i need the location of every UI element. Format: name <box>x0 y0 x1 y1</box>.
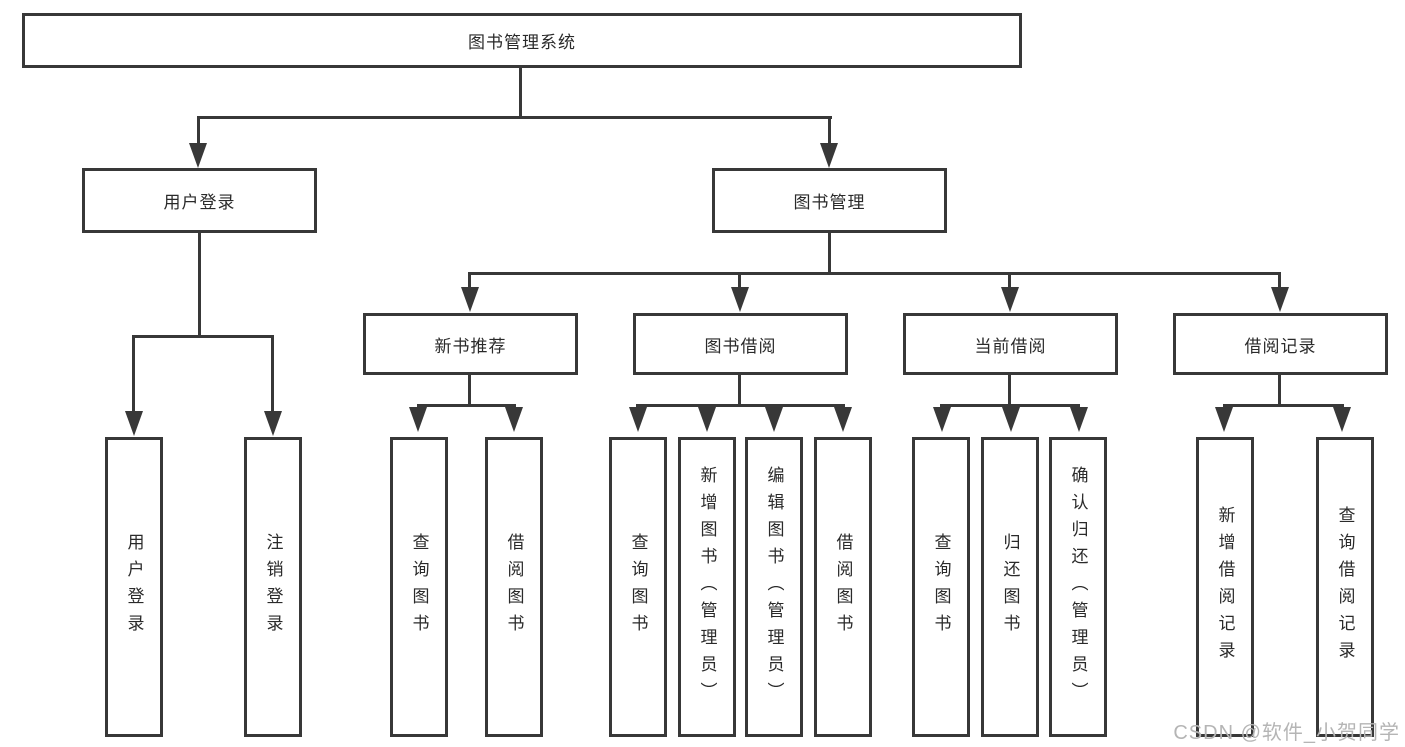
leaf-logout: 注销登录 <box>244 437 302 737</box>
connector-line <box>197 116 200 146</box>
leaf-current-query-books: 查询图书 <box>912 437 970 737</box>
connector-line <box>417 404 516 407</box>
leaf-add-borrow-record-label: 新增借阅记录 <box>1215 506 1235 668</box>
leaf-borrow-query-books-label: 查询图书 <box>628 533 648 641</box>
connector-line <box>1008 272 1011 290</box>
node-book-management-label: 图书管理 <box>793 193 866 212</box>
connector-line <box>738 374 741 407</box>
node-current-borrow-label: 当前借阅 <box>974 336 1047 356</box>
connector-line <box>132 335 135 413</box>
connector-line <box>828 116 831 146</box>
arrow-down-icon <box>698 407 716 432</box>
arrow-down-icon <box>933 407 951 432</box>
arrow-down-icon <box>125 411 143 436</box>
leaf-confirm-return-admin: 确认归还（管理员） <box>1049 437 1107 737</box>
arrow-down-icon <box>461 287 479 312</box>
leaf-borrow-books: 借阅图书 <box>814 437 872 737</box>
leaf-query-borrow-record-label: 查询借阅记录 <box>1335 506 1355 668</box>
connector-line <box>468 374 471 407</box>
leaf-logout-label: 注销登录 <box>263 533 283 641</box>
arrow-down-icon <box>505 407 523 432</box>
connector-line <box>519 67 522 118</box>
connector-line <box>132 335 274 338</box>
arrow-down-icon <box>1215 407 1233 432</box>
leaf-recommend-query-books: 查询图书 <box>390 437 448 737</box>
node-borrow-records: 借阅记录 <box>1173 313 1388 375</box>
node-new-book-recommend: 新书推荐 <box>363 313 578 375</box>
node-borrow-records-label: 借阅记录 <box>1244 336 1317 356</box>
leaf-return-books: 归还图书 <box>981 437 1039 737</box>
node-current-borrow: 当前借阅 <box>903 313 1118 375</box>
arrow-down-icon <box>264 411 282 436</box>
connector-line <box>738 272 741 290</box>
connector-line <box>828 231 831 274</box>
arrow-down-icon <box>409 407 427 432</box>
leaf-edit-books-admin-label: 编辑图书（管理员） <box>764 465 784 709</box>
connector-line <box>636 404 845 407</box>
connector-line <box>198 231 201 337</box>
connector-line <box>197 116 832 119</box>
arrow-down-icon <box>1001 287 1019 312</box>
connector-line <box>1278 272 1281 290</box>
arrow-down-icon <box>1333 407 1351 432</box>
leaf-borrow-books-label: 借阅图书 <box>833 533 853 641</box>
leaf-edit-books-admin: 编辑图书（管理员） <box>745 437 803 737</box>
node-user-login: 用户登录 <box>82 168 317 233</box>
connector-line <box>271 335 274 413</box>
arrow-down-icon <box>1271 287 1289 312</box>
arrow-down-icon <box>731 287 749 312</box>
connector-line <box>1223 404 1344 407</box>
leaf-query-borrow-record: 查询借阅记录 <box>1316 437 1374 737</box>
leaf-current-query-books-label: 查询图书 <box>931 533 951 641</box>
node-book-management: 图书管理 <box>712 168 947 233</box>
leaf-add-borrow-record: 新增借阅记录 <box>1196 437 1254 737</box>
connector-line <box>1008 374 1011 407</box>
leaf-add-books-admin: 新增图书（管理员） <box>678 437 736 737</box>
leaf-borrow-query-books: 查询图书 <box>609 437 667 737</box>
connector-line <box>1278 374 1281 407</box>
connector-line <box>468 272 471 290</box>
leaf-recommend-borrow-books-label: 借阅图书 <box>504 533 524 641</box>
node-book-borrow-label: 图书借阅 <box>704 336 777 356</box>
node-user-login-label: 用户登录 <box>163 193 236 212</box>
leaf-confirm-return-admin-label: 确认归还（管理员） <box>1068 465 1088 709</box>
node-root-system-label: 图书管理系统 <box>468 33 576 52</box>
node-book-borrow: 图书借阅 <box>633 313 848 375</box>
leaf-user-login: 用户登录 <box>105 437 163 737</box>
node-root-system: 图书管理系统 <box>22 13 1022 68</box>
arrow-down-icon <box>834 407 852 432</box>
arrow-down-icon <box>629 407 647 432</box>
connector-line <box>940 404 1080 407</box>
arrow-down-icon <box>1070 407 1088 432</box>
leaf-recommend-query-books-label: 查询图书 <box>409 533 429 641</box>
arrow-down-icon <box>1002 407 1020 432</box>
leaf-add-books-admin-label: 新增图书（管理员） <box>697 465 717 709</box>
leaf-user-login-label: 用户登录 <box>124 533 144 641</box>
leaf-return-books-label: 归还图书 <box>1000 533 1020 641</box>
leaf-recommend-borrow-books: 借阅图书 <box>485 437 543 737</box>
arrow-down-icon <box>189 143 207 168</box>
arrow-down-icon <box>820 143 838 168</box>
arrow-down-icon <box>765 407 783 432</box>
connector-line <box>468 272 1281 275</box>
node-new-book-recommend-label: 新书推荐 <box>434 336 507 356</box>
csdn-watermark: CSDN @软件_小贺同学 <box>1173 722 1400 744</box>
